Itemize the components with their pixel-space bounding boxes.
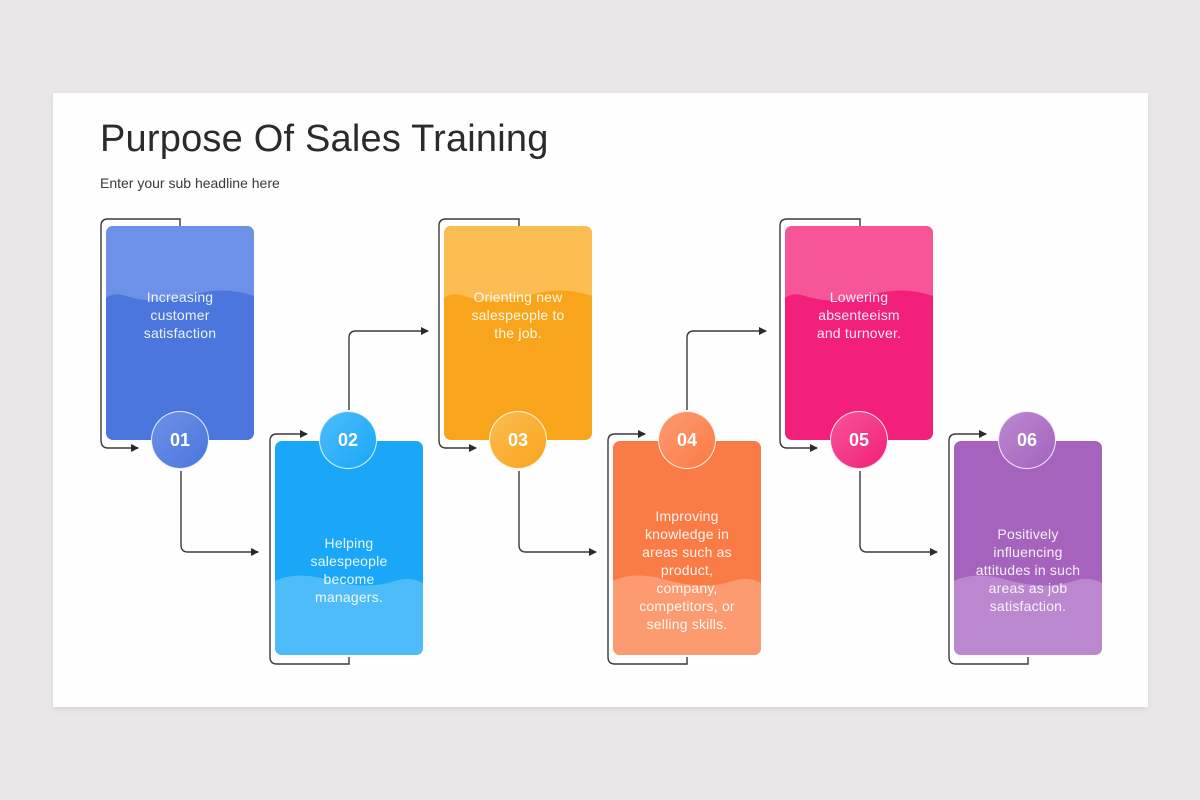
step-card-04: Improving knowledge in areas such as pro…	[613, 441, 761, 655]
step-text: Positively influencing attitudes in such…	[975, 526, 1081, 614]
wave-decoration	[613, 575, 761, 655]
step-badge-06: 06	[998, 411, 1056, 469]
step-text: Increasing customer satisfaction	[143, 289, 217, 341]
step-badge-02: 02	[319, 411, 377, 469]
step-card-06: Positively influencing attitudes in such…	[954, 441, 1102, 655]
wave-decoration	[954, 575, 1102, 655]
step-card-05: Lowering absenteeism and turnover.	[785, 226, 933, 440]
page-title: Purpose Of Sales Training	[100, 118, 549, 160]
step-badge-04: 04	[658, 411, 716, 469]
wave-decoration	[785, 226, 933, 301]
step-card-01: Increasing customer satisfaction	[106, 226, 254, 440]
step-text: Orienting new salespeople to the job.	[471, 289, 565, 341]
wave-decoration	[444, 226, 592, 301]
step-text: Improving knowledge in areas such as pro…	[639, 508, 735, 632]
wave-decoration	[275, 575, 423, 655]
step-badge-01: 01	[151, 411, 209, 469]
step-text: Lowering absenteeism and turnover.	[816, 289, 902, 341]
step-badge-03: 03	[489, 411, 547, 469]
step-badge-05: 05	[830, 411, 888, 469]
step-text: Helping salespeople become managers.	[310, 535, 388, 605]
step-card-03: Orienting new salespeople to the job.	[444, 226, 592, 440]
step-card-02: Helping salespeople become managers.	[275, 441, 423, 655]
wave-decoration	[106, 226, 254, 301]
page-subtitle: Enter your sub headline here	[100, 175, 280, 191]
